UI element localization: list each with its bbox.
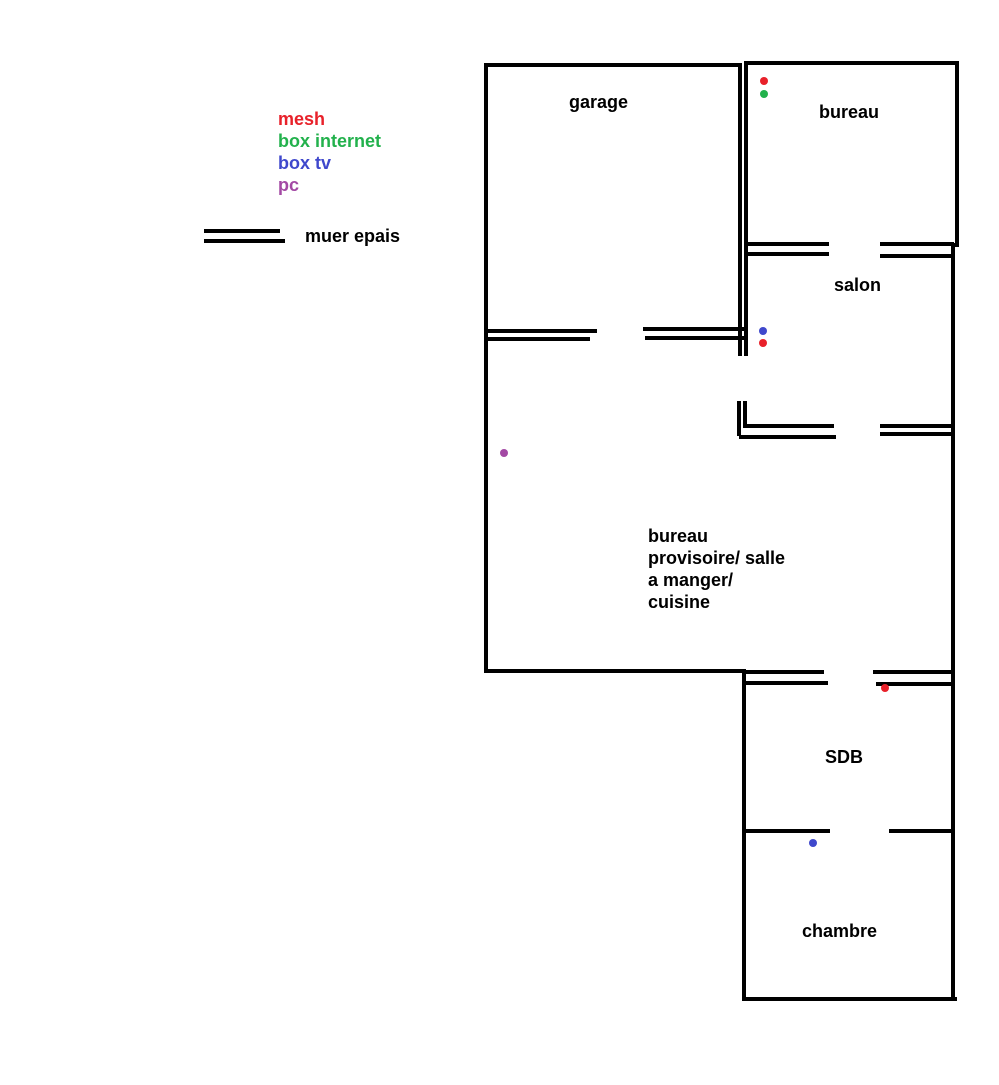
room-label-main-4: cuisine <box>648 592 710 612</box>
legend-thick-wall: muer epais <box>305 226 400 246</box>
legend-pc: pc <box>278 175 299 195</box>
legend-mesh: mesh <box>278 109 325 129</box>
device-box-internet-bureau <box>760 90 768 98</box>
wall-main-room <box>484 332 746 673</box>
device-pc-main <box>500 449 508 457</box>
legend-box-internet: box internet <box>278 131 381 151</box>
wall-bureau-outer <box>744 61 959 247</box>
room-label-sdb: SDB <box>825 747 863 767</box>
room-label-bureau: bureau <box>819 102 879 122</box>
room-label-main-3: a manger/ <box>648 570 733 590</box>
device-mesh-salon <box>759 339 767 347</box>
room-label-main-1: bureau <box>648 526 708 546</box>
device-mesh-sdb <box>881 684 889 692</box>
room-label-main-2: provisoire/ salle <box>648 548 785 568</box>
device-mesh-bureau <box>760 77 768 85</box>
device-box-tv-salon <box>759 327 767 335</box>
wall-garage-outer <box>484 63 742 336</box>
device-box-tv-chambre <box>809 839 817 847</box>
room-label-chambre: chambre <box>802 921 877 941</box>
room-label-garage: garage <box>569 92 628 112</box>
legend-box-tv: box tv <box>278 153 331 173</box>
room-label-salon: salon <box>834 275 881 295</box>
